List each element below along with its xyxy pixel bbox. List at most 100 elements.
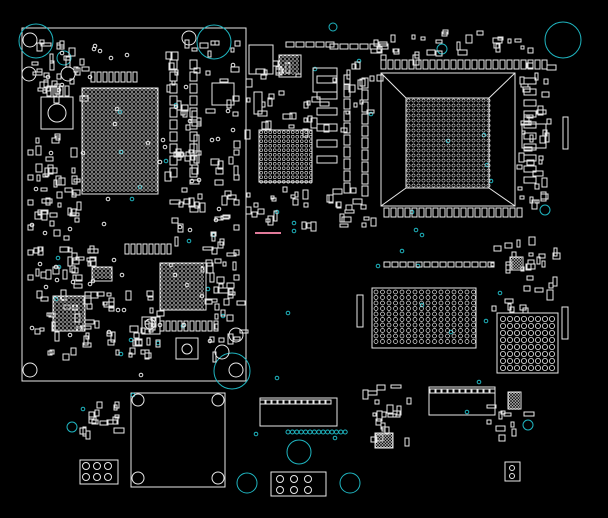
ball bbox=[98, 96, 102, 100]
ball bbox=[286, 144, 290, 148]
ball bbox=[282, 166, 286, 170]
smd-component bbox=[528, 236, 536, 246]
header-pin bbox=[82, 473, 90, 481]
ball bbox=[94, 100, 98, 104]
header-pin bbox=[290, 475, 298, 483]
ball bbox=[154, 140, 158, 144]
ball bbox=[94, 112, 98, 116]
ball bbox=[386, 300, 392, 306]
pad-row-c bbox=[142, 243, 148, 255]
ball bbox=[96, 271, 100, 275]
ball bbox=[542, 350, 549, 357]
ball bbox=[425, 306, 431, 311]
ball bbox=[192, 267, 196, 271]
ball bbox=[406, 138, 411, 143]
ball bbox=[282, 144, 286, 148]
smd-component bbox=[514, 38, 522, 43]
ball bbox=[399, 311, 405, 317]
ball bbox=[438, 328, 444, 333]
ball bbox=[431, 98, 436, 103]
ball bbox=[150, 156, 154, 160]
ball bbox=[110, 96, 114, 100]
ball bbox=[458, 328, 463, 333]
ball bbox=[431, 173, 436, 178]
ball bbox=[461, 143, 466, 148]
ball bbox=[309, 135, 313, 139]
mount-ring bbox=[328, 22, 338, 32]
ball bbox=[146, 124, 150, 128]
smd-component bbox=[219, 78, 229, 83]
ball bbox=[192, 271, 196, 275]
pad-row-f bbox=[397, 207, 404, 218]
ball bbox=[481, 128, 486, 133]
ball bbox=[150, 168, 154, 172]
ball bbox=[458, 289, 463, 295]
ball bbox=[476, 108, 481, 113]
ball bbox=[431, 128, 436, 133]
ball bbox=[168, 307, 172, 311]
ball bbox=[126, 88, 130, 92]
ball bbox=[150, 112, 154, 116]
ball bbox=[446, 123, 451, 128]
via bbox=[187, 227, 193, 233]
smd-component bbox=[226, 99, 232, 109]
ball bbox=[528, 357, 535, 364]
ic-pin-row bbox=[471, 388, 478, 394]
ball bbox=[126, 160, 130, 164]
smd-component bbox=[376, 384, 386, 391]
ball bbox=[416, 108, 421, 113]
ball bbox=[431, 153, 436, 158]
ball bbox=[432, 339, 437, 344]
mount-ring bbox=[539, 204, 551, 216]
ball bbox=[304, 171, 308, 175]
header-pin bbox=[93, 473, 101, 481]
ball bbox=[164, 271, 168, 275]
smd-component bbox=[267, 97, 273, 107]
ball bbox=[461, 128, 466, 133]
smd-component bbox=[493, 42, 500, 49]
ball bbox=[416, 153, 421, 158]
smd-component bbox=[184, 155, 191, 162]
ball bbox=[150, 144, 154, 148]
ball bbox=[411, 168, 416, 173]
smd-component bbox=[303, 117, 308, 123]
ball bbox=[150, 172, 154, 176]
ball bbox=[86, 160, 90, 164]
ball bbox=[126, 124, 130, 128]
ball bbox=[73, 300, 77, 304]
ball bbox=[57, 304, 61, 308]
smd-component bbox=[205, 259, 213, 267]
smd-component bbox=[86, 257, 96, 262]
ball bbox=[69, 328, 73, 332]
ball bbox=[180, 283, 184, 287]
ball bbox=[425, 289, 431, 295]
ball bbox=[130, 120, 134, 124]
smd-component bbox=[282, 186, 288, 193]
ball bbox=[138, 168, 142, 172]
ball bbox=[86, 132, 90, 136]
ball bbox=[380, 306, 385, 311]
smd-component bbox=[86, 303, 93, 310]
ball bbox=[273, 180, 277, 184]
ball bbox=[268, 162, 272, 166]
ball bbox=[130, 132, 134, 136]
ball bbox=[57, 320, 61, 324]
ball bbox=[102, 100, 106, 104]
via bbox=[114, 106, 120, 112]
smd-component bbox=[465, 34, 473, 44]
smd-component bbox=[72, 304, 78, 311]
ball bbox=[142, 104, 146, 108]
ball bbox=[90, 128, 94, 132]
ic-pin-row bbox=[465, 388, 472, 394]
smd-component bbox=[36, 68, 43, 73]
ball bbox=[108, 271, 112, 275]
pad-row-f bbox=[425, 207, 432, 218]
smd-component bbox=[150, 317, 156, 322]
ball bbox=[273, 166, 277, 170]
ball bbox=[126, 140, 130, 144]
pad-row-f bbox=[411, 207, 418, 218]
ball bbox=[61, 320, 65, 324]
ball bbox=[192, 279, 196, 283]
ball bbox=[436, 163, 441, 168]
ball bbox=[426, 103, 431, 108]
